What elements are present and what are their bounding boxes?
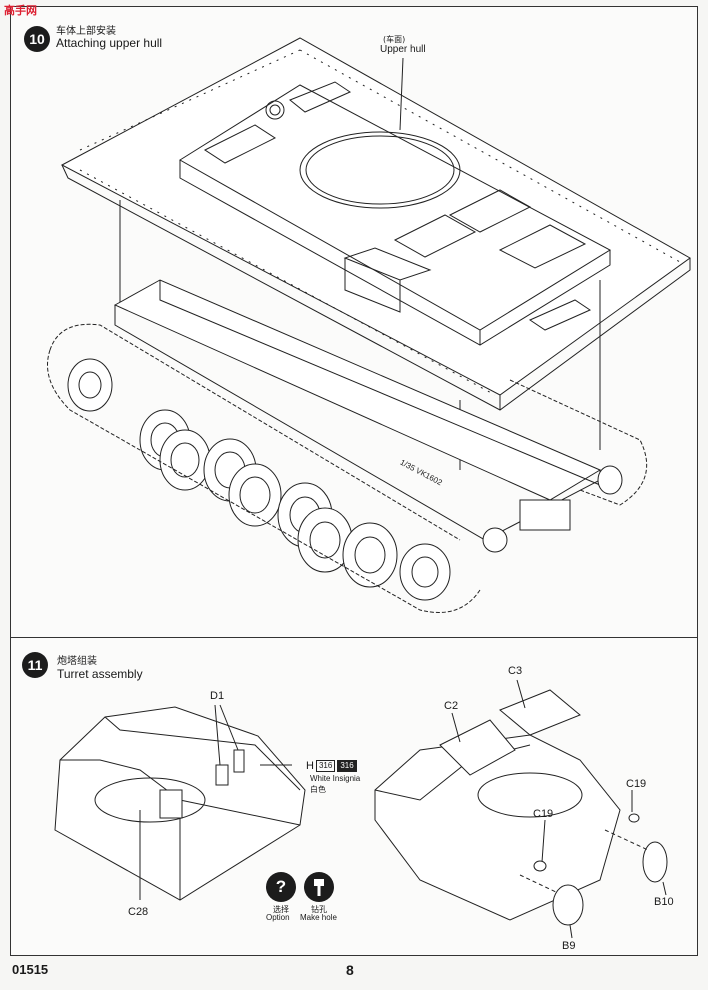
decal-sheet-letter: H <box>306 760 314 772</box>
drill-glyph <box>314 879 324 896</box>
step-divider <box>10 637 698 638</box>
decal-callout: H 316 316 <box>306 760 357 772</box>
product-code: 01515 <box>12 962 49 977</box>
step-10-title-en: Attaching upper hull <box>56 36 163 50</box>
part-c2: C2 <box>444 700 459 712</box>
step-11-title-cn: 炮塔组装 <box>57 656 97 667</box>
makehole-label-cn: 钻孔 <box>311 905 327 914</box>
decal-number-filled: 316 <box>337 760 357 772</box>
step-10-title-cn: 车体上部安装 <box>56 26 116 37</box>
question-mark-icon: ? <box>266 872 296 902</box>
upper-hull-label-en: Upper hull <box>380 44 426 55</box>
drill-icon <box>304 872 334 902</box>
part-c3: C3 <box>508 665 523 677</box>
part-c19-upper: C19 <box>626 778 647 790</box>
page-number: 8 <box>346 962 354 978</box>
step-11-title-en: Turret assembly <box>57 667 143 681</box>
step-11-badge: 11 <box>22 652 48 678</box>
part-c19-lower: C19 <box>533 808 554 820</box>
upper-hull-label-cn: (车面) <box>383 35 406 44</box>
option-label-cn: 选择 <box>273 905 289 914</box>
step-10-badge: 10 <box>24 26 50 52</box>
makehole-label-en: Make hole <box>300 913 337 922</box>
watermark-logo: 高手网 <box>4 5 37 17</box>
decal-name-en: White Insignia <box>310 774 361 783</box>
part-d1: D1 <box>210 690 225 702</box>
option-label-en: Option <box>266 913 290 922</box>
part-c28: C28 <box>128 906 149 918</box>
part-b10: B10 <box>654 896 674 908</box>
part-b9: B9 <box>562 940 576 952</box>
decal-number-outline: 316 <box>315 760 336 772</box>
decal-name-cn: 白色 <box>310 785 326 794</box>
